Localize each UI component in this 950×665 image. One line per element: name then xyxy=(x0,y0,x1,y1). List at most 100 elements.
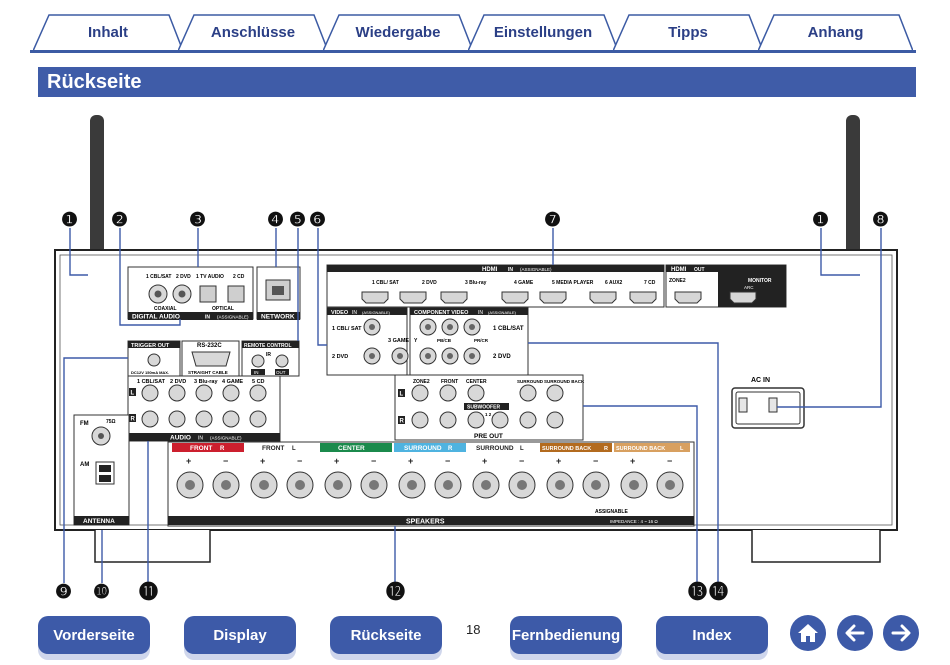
svg-text:+: + xyxy=(630,456,635,466)
audio-in-block: 1 CBL/SAT 2 DVD 3 Blu-ray 4 GAME 5 CD L … xyxy=(127,375,281,442)
nav-fernbedienung-button[interactable]: Fernbedienung xyxy=(510,616,622,654)
component-pr: PR/CR xyxy=(474,338,489,343)
tab-label: Tipps xyxy=(668,24,708,41)
preout-sub-nums: 1 2 xyxy=(485,412,492,417)
hdmi-in-title: HDMI xyxy=(482,267,498,273)
video-in: IN xyxy=(352,310,357,316)
tab-inhalt[interactable]: Inhalt xyxy=(33,14,183,51)
preout-title: PRE OUT xyxy=(474,433,503,440)
svg-text:+: + xyxy=(334,456,339,466)
svg-text:−: − xyxy=(297,456,302,466)
hdmi-in-block: HDMI IN (ASSIGNABLE) 1 CBL/ SAT 2 DVD 3 … xyxy=(326,264,665,308)
preout-l: L xyxy=(400,392,404,398)
remote-in: IN xyxy=(254,370,259,375)
video-1: 1 CBL/ SAT xyxy=(332,326,362,332)
component-2: 2 DVD xyxy=(493,354,511,360)
audio-l: L xyxy=(131,391,135,397)
callout-4: ❹ xyxy=(267,210,284,231)
nav-rueckseite-button[interactable]: Rückseite xyxy=(330,616,442,654)
svg-text:+: + xyxy=(408,456,413,466)
digital-audio-title: DIGITAL AUDIO xyxy=(132,314,180,321)
antenna-am: AM xyxy=(80,462,89,468)
component-y: Y xyxy=(414,338,418,344)
hdmi-out-arc: ARC xyxy=(744,285,754,290)
tab-label: Wiedergabe xyxy=(355,24,441,41)
tab-anhang[interactable]: Anhang xyxy=(758,14,913,51)
svg-text:+: + xyxy=(482,456,487,466)
rear-panel-diagram: 1 CBL/SAT 2 DVD 1 TV AUDIO 2 CD COAXIAL … xyxy=(54,115,898,603)
spk-sb-l-side: L xyxy=(680,446,684,452)
audio-assignable: (ASSIGNABLE) xyxy=(210,436,242,441)
audio-title: AUDIO xyxy=(170,435,191,442)
callout-lines xyxy=(63,228,882,583)
remote-out: OUT xyxy=(276,370,286,375)
trigger-block: TRIGGER OUT DC12V 150mA MAX. xyxy=(127,340,181,377)
nav-vorderseite-button[interactable]: Vorderseite xyxy=(38,616,150,654)
svg-text:−: − xyxy=(667,456,672,466)
tab-underline xyxy=(30,50,916,53)
nav-display-button[interactable]: Display xyxy=(184,616,296,654)
arrow-right-icon[interactable] xyxy=(883,615,919,651)
callout-numbers: ❶ ❷ ❸ ❹ ❺ ❻ ❼ ❶ ❽ ❾ ❿ ⓫ ⓬ ⓭ ⓮ xyxy=(55,210,889,603)
spk-front-r: FRONT xyxy=(190,445,212,452)
rs232-block: RS-232C STRAIGHT CABLE xyxy=(181,340,240,377)
hdmi-out-title: HDMI xyxy=(671,267,687,273)
svg-text:−: − xyxy=(371,456,376,466)
spk-front-r-side: R xyxy=(220,446,225,452)
remote-title: REMOTE CONTROL xyxy=(244,343,292,349)
antenna-title: ANTENNA xyxy=(83,518,115,525)
video-block: VIDEO IN (ASSIGNABLE) 1 CBL/ SAT 2 DVD 3… xyxy=(326,307,409,376)
svg-text:−: − xyxy=(445,456,450,466)
callout-2: ❷ xyxy=(111,210,128,231)
spk-surround-l-side: L xyxy=(520,446,524,452)
speakers-block: SPEAKERS IMPEDANCE : 4 ~ 16 Ω ASSIGNABLE… xyxy=(167,441,695,527)
label-opt-2: 2 CD xyxy=(233,274,245,280)
nav-index-button[interactable]: Index xyxy=(656,616,768,654)
callout-9: ❾ xyxy=(55,582,72,603)
hdmi-in-7: 7 CD xyxy=(644,280,656,286)
spk-front-l-side: L xyxy=(292,446,296,452)
digital-audio-block: 1 CBL/SAT 2 DVD 1 TV AUDIO 2 CD COAXIAL … xyxy=(127,266,254,321)
preout-subwoofer: SUBWOOFER xyxy=(467,405,500,411)
digital-audio-in: IN xyxy=(205,315,210,321)
callout-5: ❺ xyxy=(289,210,306,231)
tab-anschluesse[interactable]: Anschlüsse xyxy=(178,14,328,51)
tab-bar: Inhalt Anschlüsse Wiedergabe Einstellung… xyxy=(30,0,920,54)
callout-11: ⓫ xyxy=(139,580,158,603)
remote-ir: IR xyxy=(266,352,271,358)
speakers-title: SPEAKERS xyxy=(406,519,445,526)
svg-text:−: − xyxy=(593,456,598,466)
preout-zone2: ZONE2 xyxy=(413,379,430,385)
page-title: Rückseite xyxy=(38,67,916,97)
tab-tipps[interactable]: Tipps xyxy=(613,14,763,51)
audio-4: 4 GAME xyxy=(222,379,243,385)
tab-wiedergabe[interactable]: Wiedergabe xyxy=(323,14,473,51)
hdmi-in-6: 6 AUX2 xyxy=(605,280,623,286)
hdmi-in-1: 1 CBL/ SAT xyxy=(372,280,399,286)
callout-10: ❿ xyxy=(93,582,110,603)
network-block: NETWORK xyxy=(256,266,301,321)
preout-center: CENTER xyxy=(466,379,487,385)
tab-einstellungen[interactable]: Einstellungen xyxy=(468,14,618,51)
home-icon[interactable] xyxy=(790,615,826,651)
component-assignable: (ASSIGNABLE) xyxy=(488,310,517,315)
label-coaxial: COAXIAL xyxy=(154,306,177,312)
callout-1-right: ❶ xyxy=(812,210,829,231)
component-pb: PB/CB xyxy=(437,338,452,343)
preout-surround-back: SURROUND BACK xyxy=(544,379,585,384)
foot-right xyxy=(751,530,881,563)
hdmi-out-monitor: MONITOR xyxy=(748,278,772,284)
label-opt-1: 1 TV AUDIO xyxy=(196,274,224,280)
spk-front-l: FRONT xyxy=(262,445,284,452)
hdmi-out-zone2: ZONE2 xyxy=(669,278,686,284)
component-1: 1 CBL/SAT xyxy=(493,326,524,332)
video-3: 3 GAME xyxy=(388,338,409,344)
callout-13: ⓭ xyxy=(688,581,707,603)
svg-text:+: + xyxy=(556,456,561,466)
hdmi-out-out: OUT xyxy=(694,267,705,273)
svg-text:+: + xyxy=(260,456,265,466)
arrow-left-icon[interactable] xyxy=(837,615,873,651)
spk-center: CENTER xyxy=(338,445,365,452)
audio-1: 1 CBL/SAT xyxy=(137,379,166,385)
ac-in-label: AC IN xyxy=(751,377,770,384)
